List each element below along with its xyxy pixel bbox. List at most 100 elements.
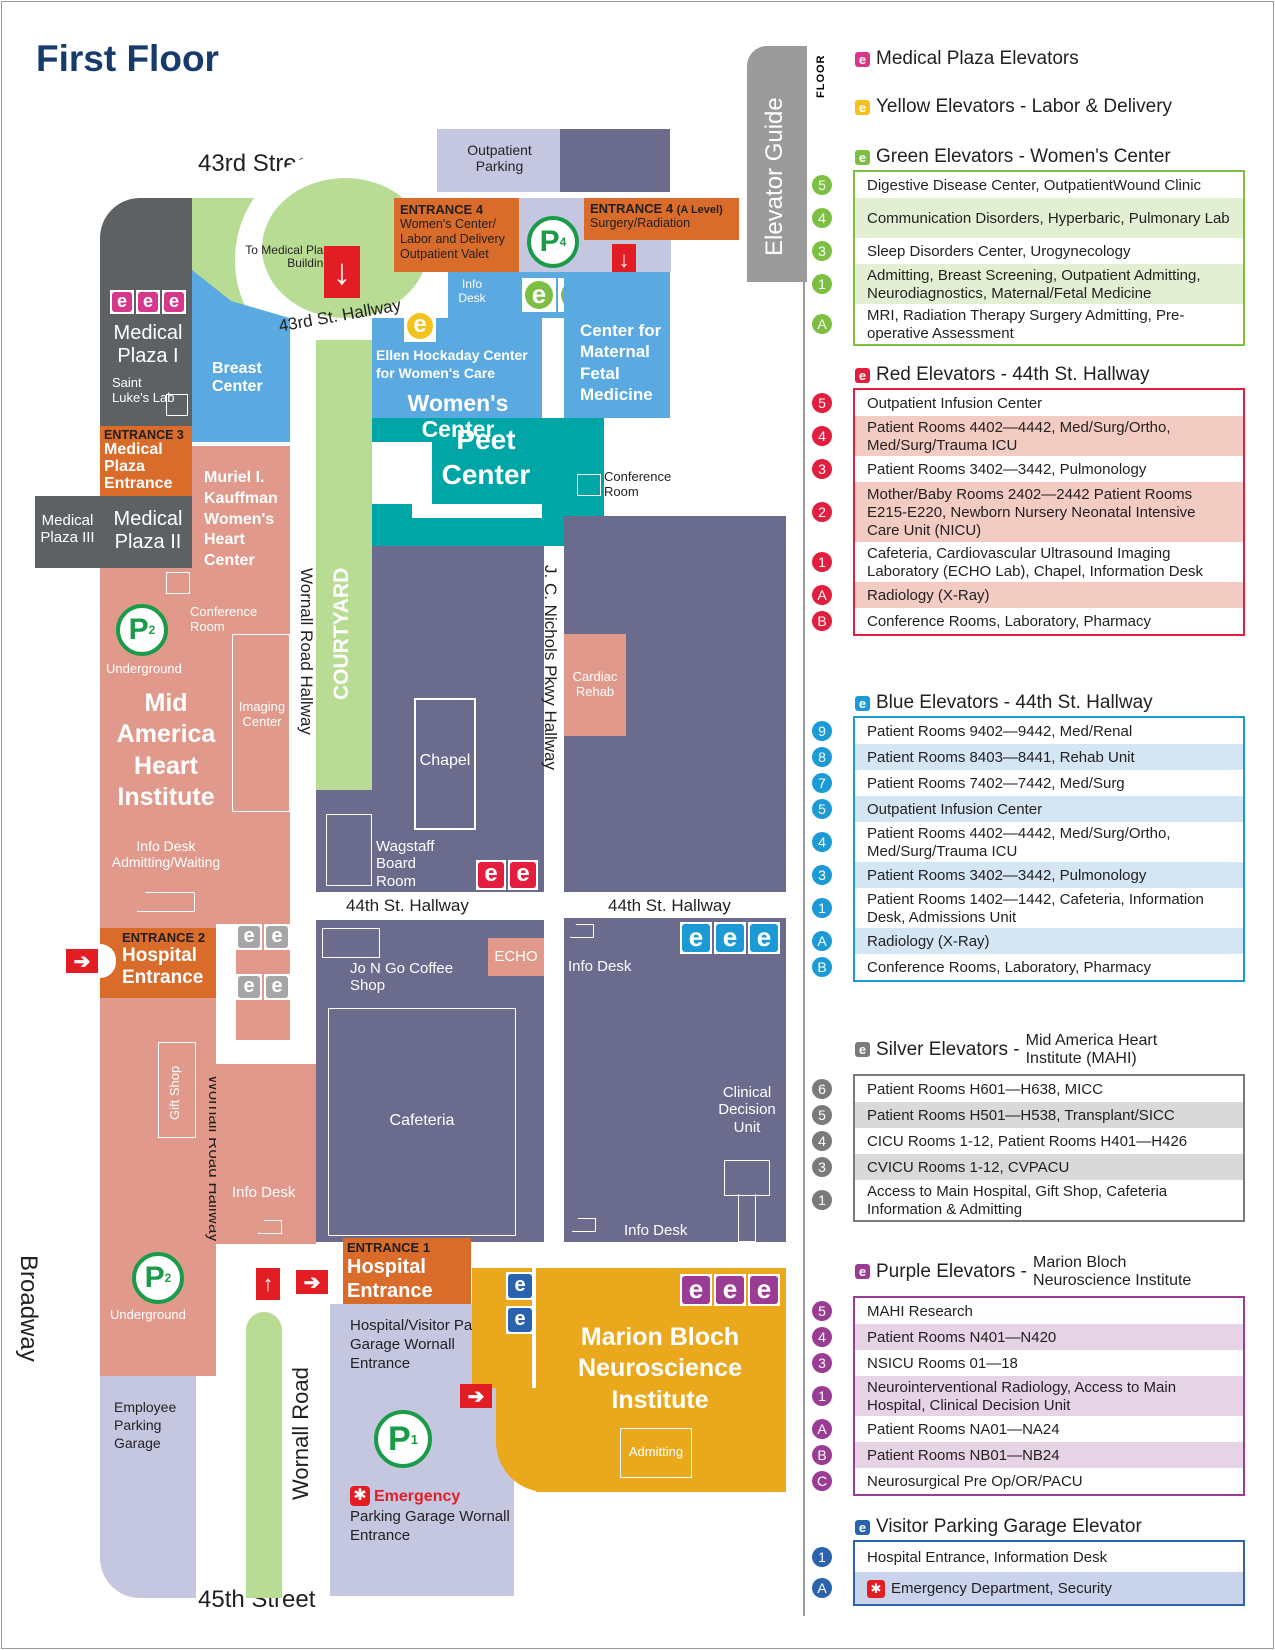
red-elevator-icon: e [855,367,870,383]
entrance-4-title: ENTRANCE 4 [400,202,484,217]
underground-label: Underground [106,661,182,676]
admitting-label: Admitting [628,1444,684,1459]
table-row: Mother/Baby Rooms 2402—2442 Patient Room… [855,482,1243,542]
entrance-1-title: ENTRANCE 1 [347,1240,431,1255]
floor-badge: 7 [812,773,832,793]
blue-elevator-icon: e [855,695,870,711]
elevator-guide-tab: Elevator Guide [747,46,807,282]
entrance-1-text: Hospital Entrance [347,1256,433,1302]
entrance-2[interactable]: ENTRANCE 2 Hospital Entrance [100,928,216,998]
mahi-label: Mid America Heart Institute [116,689,216,811]
floor-badge: 3 [812,459,832,479]
silver-elevator: e [264,924,290,950]
silver-elevator-glyph: e [238,976,260,998]
floor-badge: B [812,611,832,631]
purple-elevator: e [748,1274,780,1306]
kauffman-label: Muriel I. Kauffman Women's Heart Center [204,469,278,570]
chapel-block-left [316,790,372,892]
mahi-extension [230,568,290,634]
entrance-4a[interactable]: ENTRANCE 4 (A Level) Surgery/Radiation [584,198,739,240]
floor-badge: 5 [812,1105,832,1125]
chapel-block [372,546,544,892]
green-elevators-table: Digestive Disease Center, OutpatientWoun… [853,170,1245,346]
cardiac-rehab [564,634,626,736]
floor-badge: 1 [812,552,832,572]
table-row: Communication Disorders, Hyperbaric, Pul… [855,198,1243,238]
floor-badge: 4 [812,426,832,446]
green-elevator-icon: e [855,149,870,165]
outpatient-parking-label: Outpatient Parking [467,142,532,175]
row-text: Patient Rooms 1402—1442, Cafeteria, Info… [867,890,1204,926]
table-row: MRI, Radiation Therapy Surgery Admitting… [855,304,1243,344]
purple-elevator-icon: e [855,1264,870,1280]
jo-n-go-label: Jo N Go Coffee Shop [350,960,454,995]
to-medical-label: To Medical Plaza Buildings [245,243,336,271]
medical-plaza-elevator: e [136,290,160,314]
blue-elevator-glyph: e [682,924,710,952]
info-desk-main-label: Info Desk [568,958,632,975]
row-text: Patient Rooms 4402—4442, Med/Surg/Ortho,… [867,824,1171,860]
emergency-label: Emergency [374,1488,461,1505]
emergency-icon: ✱ [867,1579,885,1598]
entrance-2-arrow: ➔ [66,949,98,973]
red-elevator-glyph: e [478,862,504,888]
parking-4-number: 4 [559,235,567,249]
row-text: Patient Rooms 3402—3442, Pulmonology [867,866,1147,884]
entrance-3-title: ENTRANCE 3 [104,428,184,442]
floor-badge: A [812,585,832,605]
row-text: Conference Rooms, Laboratory, Pharmacy [867,958,1152,976]
floor-badge: C [812,1471,832,1491]
clinical-block [564,918,786,1242]
row-text: Hospital Entrance, Information Desk [867,1548,1108,1566]
gift-shop-label: Gift Shop [167,1065,182,1120]
breast-center-label: Breast Center [212,360,263,396]
cardiac-rehab-label: Cardiac Rehab [572,669,618,699]
silver-elevator-icon: e [855,1042,870,1058]
floor-badge: 1 [812,1190,832,1210]
parking-1-number: 1 [410,1431,418,1447]
medical-plaza-3-label: Medical Plaza III [40,512,95,547]
wornall-road-label: Wornall Road [288,1367,313,1500]
purple-elevator-glyph: e [750,1276,778,1304]
table-row: Outpatient Infusion Center [855,796,1243,822]
row-text: Mother/Baby Rooms 2402—2442 Patient Room… [867,485,1196,539]
conference-room-top [577,474,601,496]
green-elevator-glyph: e [525,281,553,309]
medical-plaza-elevators-map: e e e [110,290,186,314]
purple-elevator: e [714,1274,746,1306]
entrance-2-title: ENTRANCE 2 [122,930,206,945]
kauffman-center [192,446,290,568]
floor-badge: 8 [812,747,832,767]
row-text: Outpatient Infusion Center [867,394,1043,412]
floor-badge: 5 [812,393,832,413]
row-text: Patient Rooms 3402—3442, Pulmonology [867,460,1147,478]
entrance-1[interactable]: ENTRANCE 1 Hospital Entrance [343,1238,471,1304]
info-desk-wornall-area [216,1064,316,1244]
table-row: Conference Rooms, Laboratory, Pharmacy [855,608,1243,634]
blue-elevator: e [680,922,712,954]
purple-elevators-map: e e e [680,1274,780,1306]
row-text: Patient Rooms 4402—4442, Med/Surg/Ortho,… [867,418,1171,454]
row-text: MRI, Radiation Therapy Surgery Admitting… [867,306,1185,342]
elevator-guide-tab-label: Elevator Guide [761,97,788,256]
row-text: Radiology (X-Ray) [867,932,990,950]
floor-badge: 4 [812,1131,832,1151]
medical-plaza-elevator: e [162,290,186,314]
visitor-elevators-title: Visitor Parking Garage Elevator [876,1516,1142,1537]
entrance-3[interactable]: ENTRANCE 3 Medical Plaza Entrance [100,426,192,496]
maternal-fetal-label: Center for Maternal Fetal Medicine [580,321,662,404]
floor-badge: 4 [812,832,832,852]
row-text: Neurosurgical Pre Op/OR/PACU [867,1472,1083,1490]
silver-elevator: e [264,974,290,1000]
silver-elevators-map-2: e e [236,974,290,1000]
entrance-4[interactable]: ENTRANCE 4 Women's Center/ Labor and Del… [394,198,519,272]
silver-elevator-glyph: e [238,926,260,948]
floor-badge: 1 [812,1386,832,1406]
row-text: Emergency Department, Security [891,1579,1112,1597]
floor-badge: 6 [812,1079,832,1099]
hallway-44-b-label: 44th St. Hallway [608,896,731,915]
